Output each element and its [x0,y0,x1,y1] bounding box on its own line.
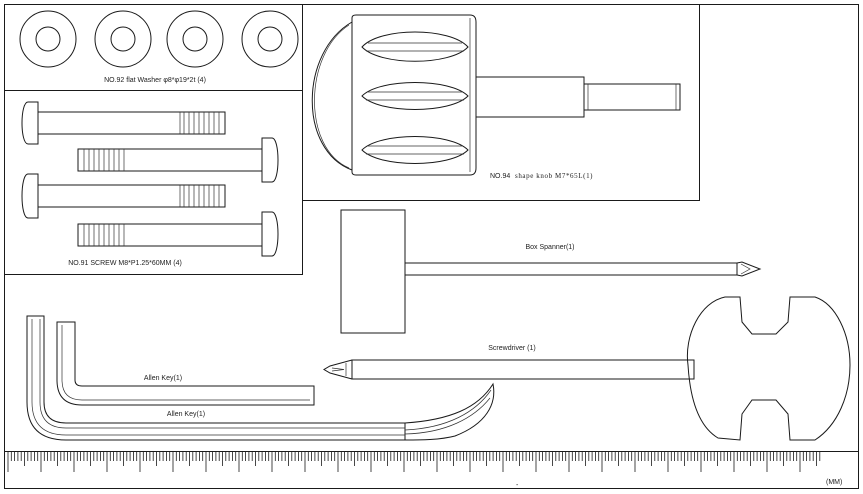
ruler-unit-label: (MM) [826,479,842,486]
washer-label: NO.92 flat Washer φ8*φ19*2t (4) [104,77,206,84]
knob-panel-border [302,4,700,201]
washer-1 [19,10,77,68]
knob-label: shape knob M7*65L(1) [515,172,593,180]
knob-groove-3 [361,136,469,164]
screw-2 [77,137,279,183]
allen-key-large-label: Allen Key(1) [167,411,205,418]
box-spanner-head [340,209,406,334]
screwdriver-shaft [351,359,695,380]
washer-2 [94,10,152,68]
knob-collar [475,76,585,118]
screw-4 [77,211,279,257]
allen-key-small: Allen Key(1) [56,321,315,406]
washer-panel: NO.92 flat Washer φ8*φ19*2t (4) [4,4,303,91]
knob-shaft [583,83,681,111]
knob-groove-1 [361,31,469,62]
screw-panel: NO.91 SCREW M8*P1.25*60MM (4) [4,90,303,275]
box-spanner-shaft [404,262,738,276]
knob-panel: NO.94 shape knob M7*65L(1) [302,4,700,201]
screw-panel-border [4,90,303,275]
knob-groove-2 [361,82,469,110]
ruler: (MM) - [4,451,859,489]
knob-dome [311,21,353,171]
screwdriver-label: Screwdriver (1) [488,345,535,352]
ruler-ticks [7,452,821,472]
screwdriver: Screwdriver (1) [323,345,695,380]
box-spanner: Box Spanner(1) [340,209,762,334]
screwdriver-handle [686,296,851,441]
allen-key-large-tip [404,382,495,441]
washer-3 [166,10,224,68]
washer-4 [241,10,299,68]
allen-key-large: Allen Key(1) [26,315,495,441]
ruler-border [4,451,859,489]
box-spanner-tip [736,261,762,277]
screwdriver-tip [323,359,353,380]
knob-body [351,14,477,176]
screw-label: NO.91 SCREW M8*P1.25*60MM (4) [68,260,182,267]
screw-1 [21,101,226,145]
ruler-center-mark: - [516,482,519,489]
allen-key-small-label: Allen Key(1) [144,375,182,382]
box-spanner-label: Box Spanner(1) [525,244,574,251]
screw-3 [21,173,226,219]
knob-number: NO.94 [490,173,510,180]
